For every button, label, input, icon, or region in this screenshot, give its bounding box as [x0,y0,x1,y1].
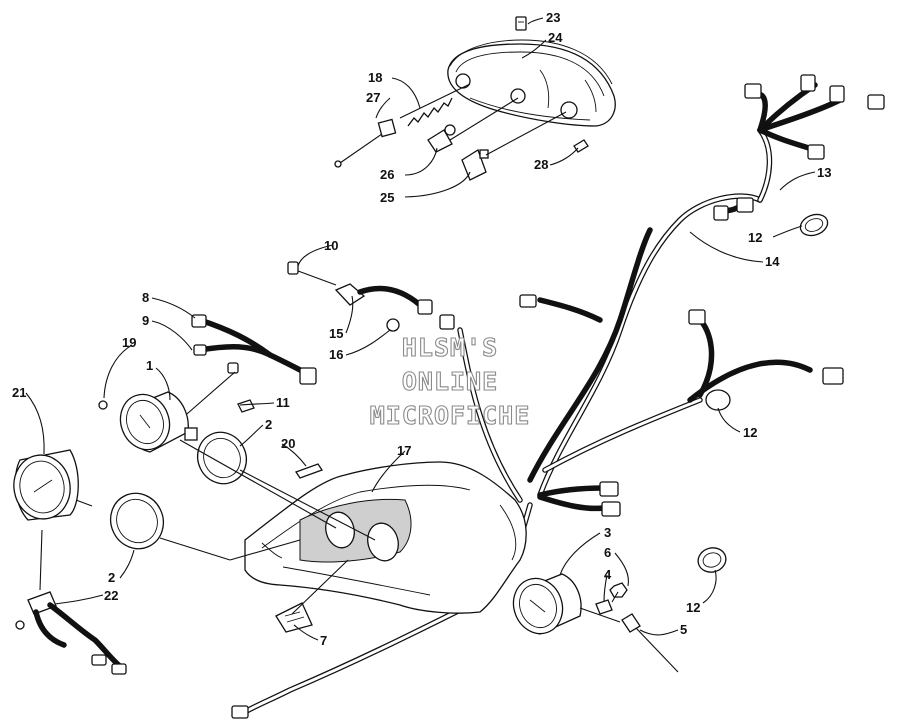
gauge-21 [13,449,93,521]
headlight-gasket-edge [449,39,613,85]
callout-12-mid: 12 [743,425,757,440]
callout-19: 19 [122,335,136,350]
clamp-12-mid [705,389,731,411]
harness-connectors [231,74,885,719]
callout-14: 14 [765,254,780,269]
callout-18: 18 [368,70,382,85]
callout-24: 24 [548,30,563,45]
cable-5 [621,613,679,673]
callout-16: 16 [329,347,343,362]
clamp-12-top [799,213,829,237]
callout-9: 9 [142,313,149,328]
callout-5: 5 [680,622,687,637]
bulb-socket-26 [427,124,456,153]
callout-8: 8 [142,290,149,305]
dash-panel [244,461,527,614]
assembly-lines [39,439,621,623]
adjust-screw [334,118,397,168]
watermark: HLSM'S ONLINE MICROFICHE [369,332,531,430]
callout-26: 26 [380,167,394,182]
callout-10: 10 [324,238,338,253]
gauge-harness [179,314,317,421]
callout-13: 13 [817,165,831,180]
callout-15: 15 [329,326,343,341]
indicator-lens-20 [295,463,323,479]
warning-decal [275,602,313,633]
callout-1: 1 [146,358,153,373]
clamp-12-bottom [697,547,727,573]
callout-4: 4 [604,567,612,582]
callout-23: 23 [546,10,560,25]
switch-bracket [287,261,433,332]
callout-6: 6 [604,545,611,560]
headlight-housing [447,43,616,127]
callout-2-lower: 2 [108,570,115,585]
callout-28: 28 [534,157,548,172]
bezel-ring-upper [196,431,248,485]
callout-22: 22 [104,588,118,603]
callout-27: 27 [366,90,380,105]
adjust-spring [407,97,453,127]
callout-20: 20 [281,436,295,451]
callout-12-bottom: 12 [686,600,700,615]
callout-21: 21 [12,385,26,400]
callout-3: 3 [604,525,611,540]
callout-11: 11 [276,395,290,410]
gauge-1 [98,391,198,453]
washer-and-nut [595,582,628,615]
watermark-line-2: ONLINE [402,367,498,396]
headlight-clip [515,16,527,31]
wiring-harness [242,82,843,715]
callout-leaders [25,17,816,641]
callout-12-top: 12 [748,230,762,245]
bulb-socket-25 [461,149,489,181]
pigtail-22 [15,591,127,675]
watermark-line-3: MICROFICHE [370,401,531,430]
callout-2-upper: 2 [265,417,272,432]
callout-numbers: 23 24 18 27 26 25 28 13 12 14 10 15 16 8… [12,10,831,648]
bezel-ring-lower [109,492,165,550]
callout-7: 7 [320,633,327,648]
gauge-3 [512,573,582,635]
callout-17: 17 [397,443,411,458]
callout-25: 25 [380,190,394,205]
watermark-line-1: HLSM'S [402,333,498,362]
